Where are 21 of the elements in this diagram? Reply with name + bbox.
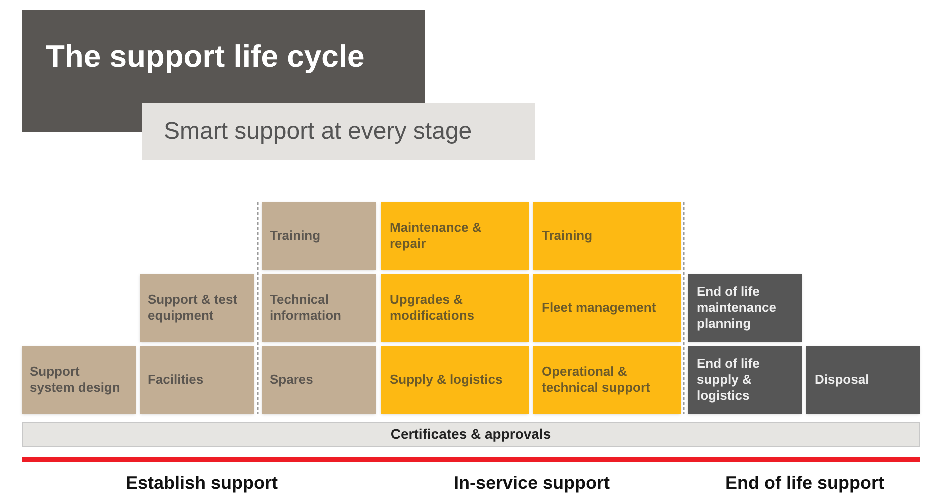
service-box: Fleet management: [533, 274, 681, 342]
subtitle-banner: Smart support at every stage: [142, 103, 535, 160]
service-box: Support & test equipment: [140, 274, 254, 342]
service-box: Disposal: [806, 346, 920, 414]
service-box: Technical information: [262, 274, 376, 342]
phase-label: End of life support: [726, 472, 884, 494]
service-box: End of life maintenance planning: [688, 274, 802, 342]
phase-label: In-service support: [454, 472, 610, 494]
service-box: End of life supply & logistics: [688, 346, 802, 414]
service-box: Training: [262, 202, 376, 270]
service-box: Operational & technical support: [533, 346, 681, 414]
service-box: Spares: [262, 346, 376, 414]
service-box: Upgrades & modifications: [381, 274, 529, 342]
base-bar: Certificates & approvals: [22, 422, 920, 447]
phase-label: Establish support: [126, 472, 278, 494]
service-box: Support system design: [22, 346, 136, 414]
title-banner: The support life cycle: [22, 10, 425, 103]
service-box: Training: [533, 202, 681, 270]
service-box: Supply & logistics: [381, 346, 529, 414]
service-box: Maintenance & repair: [381, 202, 529, 270]
service-box: Facilities: [140, 346, 254, 414]
